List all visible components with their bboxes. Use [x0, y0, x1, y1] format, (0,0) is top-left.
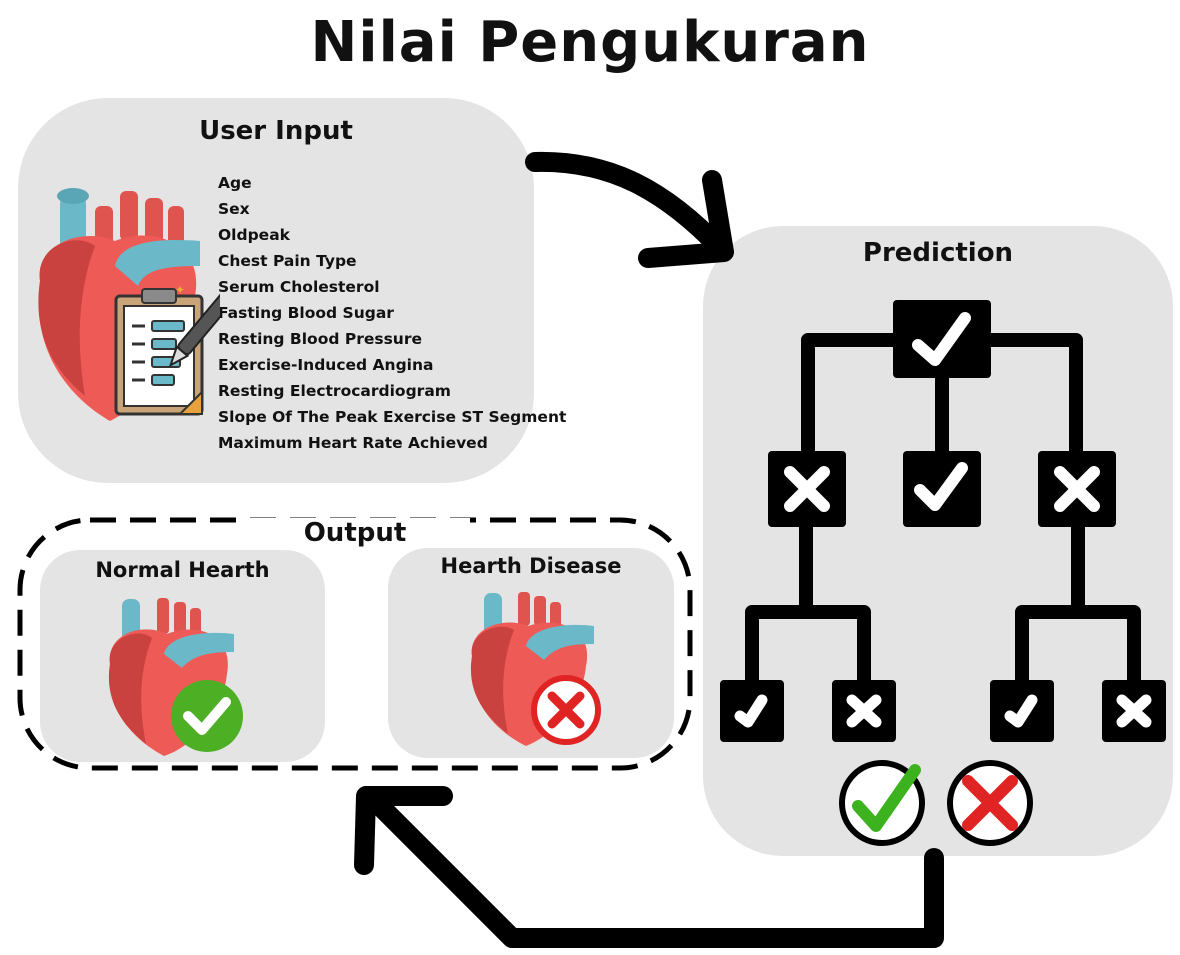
list-item: Resting Electrocardiogram — [218, 382, 451, 400]
tree-leaf-check-icon — [720, 680, 784, 742]
tree-node-root-check-icon — [893, 300, 991, 378]
heart-with-check-icon — [108, 598, 243, 756]
heart-disease-panel: Hearth Disease — [388, 548, 674, 758]
result-check-icon — [839, 760, 925, 846]
prediction-title: Prediction — [862, 238, 1014, 268]
tree-node-check-icon — [903, 451, 981, 527]
arrow-to-prediction — [525, 151, 734, 268]
tree-leaf-cross-icon — [832, 680, 896, 742]
arrow-to-output — [354, 786, 944, 948]
list-item: Slope Of The Peak Exercise ST Segment — [218, 408, 567, 426]
list-item: Resting Blood Pressure — [218, 330, 422, 348]
tree-node-cross-icon — [768, 451, 846, 527]
list-item: Oldpeak — [218, 226, 290, 244]
page-title: Nilai Pengukuran — [310, 10, 870, 75]
tree-leaf-check-icon — [990, 680, 1054, 742]
list-item: Fasting Blood Sugar — [218, 304, 394, 322]
user-input-title: User Input — [199, 116, 353, 146]
normal-heart-title: Normal Hearth — [95, 558, 270, 582]
user-input-panel: User Input Age Sex Oldpeak Chest Pain Ty… — [18, 98, 566, 483]
list-item: Serum Cholesterol — [218, 278, 380, 296]
tree-leaf-cross-icon — [1102, 680, 1166, 742]
tree-connectors — [745, 333, 1141, 690]
list-item: Sex — [218, 200, 250, 218]
list-item: Maximum Heart Rate Achieved — [218, 434, 488, 452]
list-item: Age — [218, 174, 252, 192]
svg-text:✦: ✦ — [175, 283, 185, 297]
input-feature-list: Age Sex Oldpeak Chest Pain Type Serum Ch… — [218, 170, 566, 456]
heart-with-cross-icon — [470, 592, 601, 746]
heart-with-clipboard-icon: ✦ — [38, 188, 220, 421]
list-item: Exercise-Induced Angina — [218, 356, 434, 374]
normal-heart-panel: Normal Hearth — [40, 550, 325, 762]
heart-disease-title: Hearth Disease — [440, 554, 622, 578]
output-title: Output — [240, 518, 470, 548]
result-cross-icon — [947, 760, 1033, 846]
list-item: Chest Pain Type — [218, 252, 357, 270]
tree-node-cross-icon — [1038, 451, 1116, 527]
